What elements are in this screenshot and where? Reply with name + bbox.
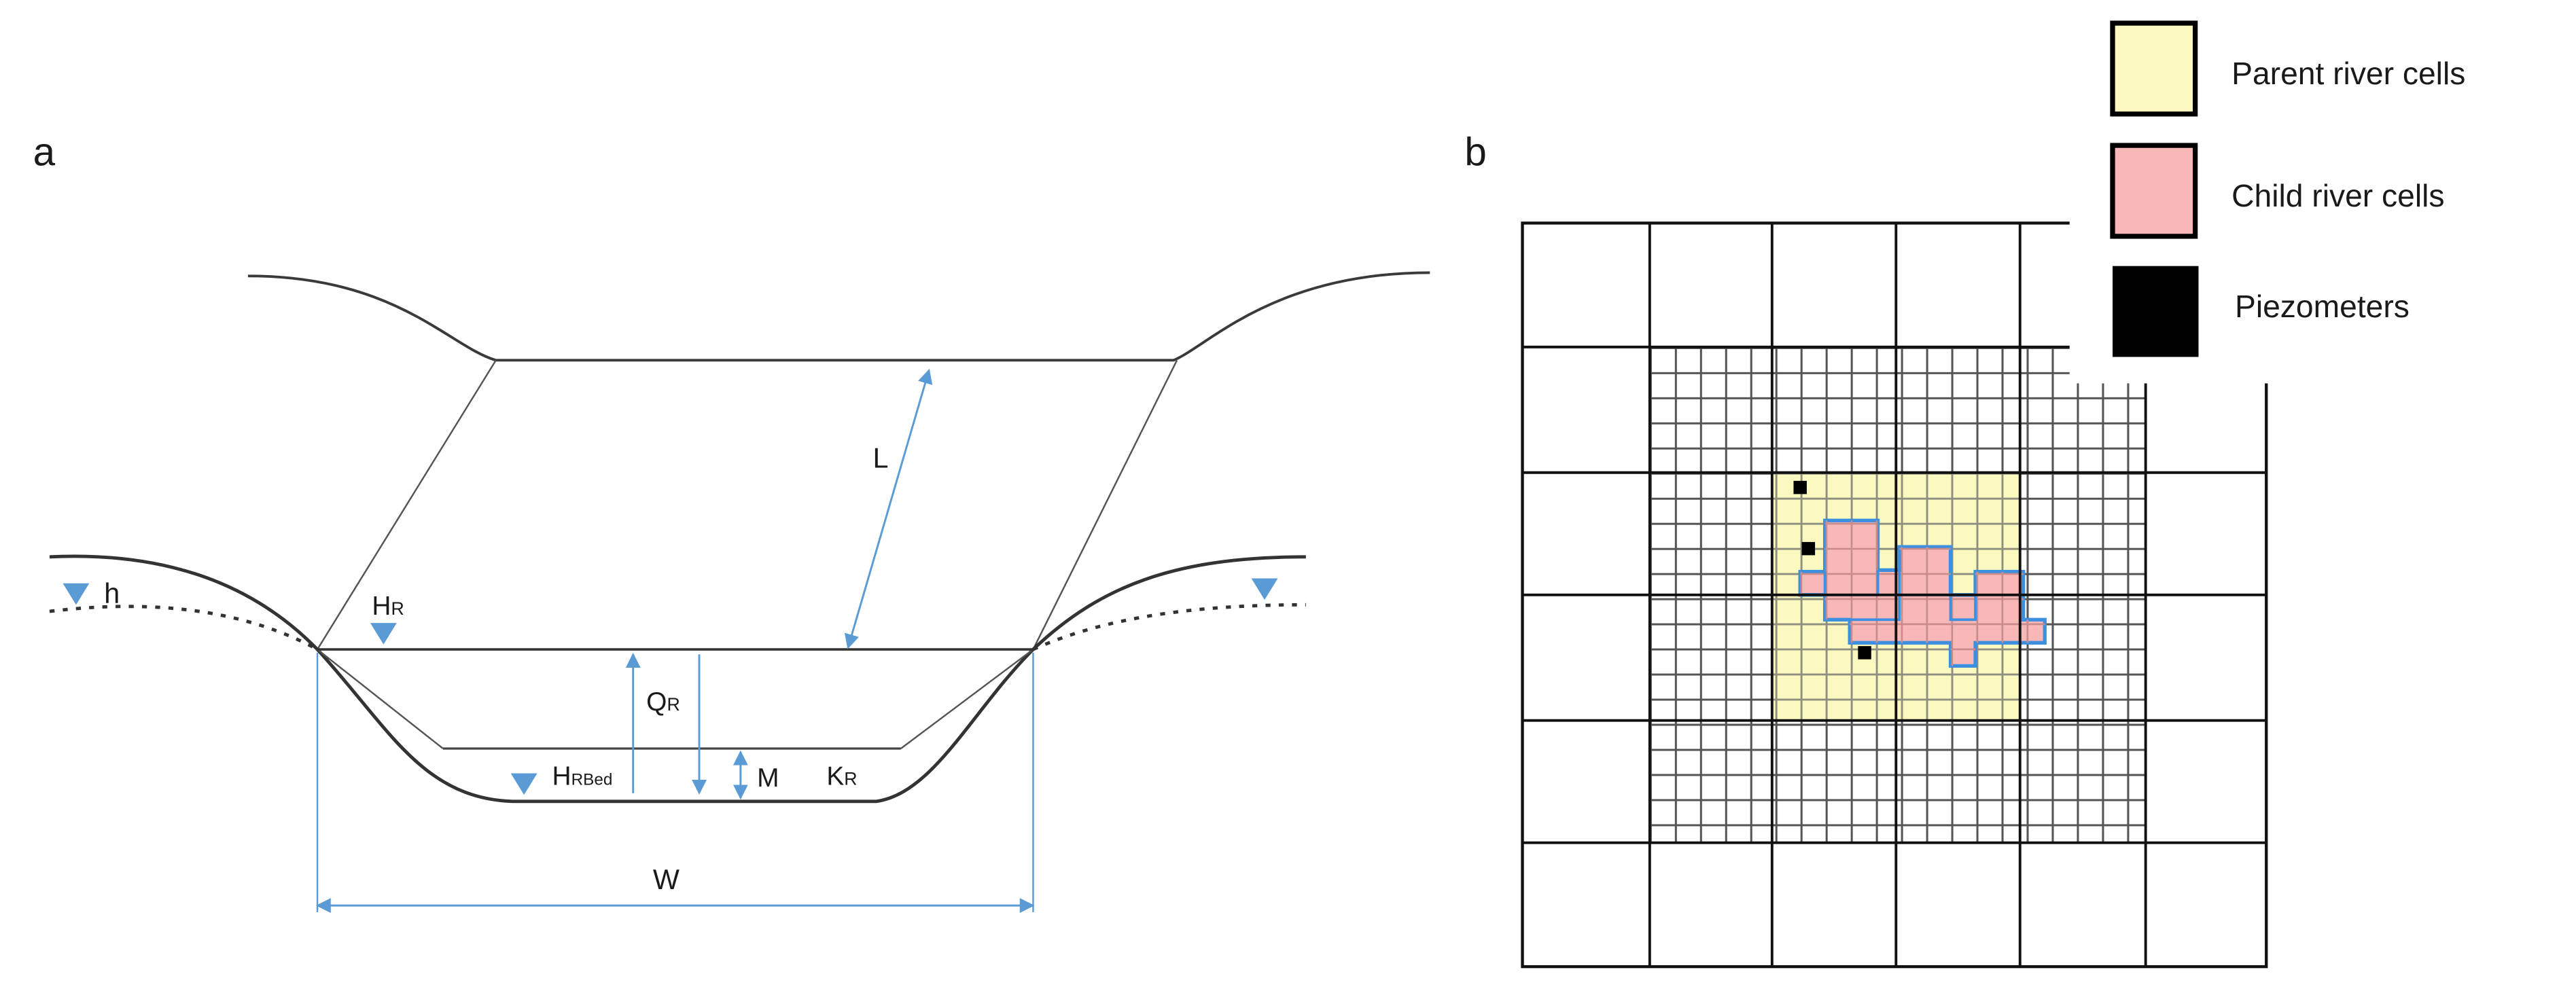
- water-table-right: [1032, 602, 1306, 651]
- piezometer: [1801, 541, 1816, 556]
- perspective-line-right: [1032, 359, 1178, 650]
- water-table-left: [49, 605, 319, 651]
- piezometer: [1793, 480, 1807, 494]
- riverbed-layer-right: [900, 649, 1034, 749]
- label-h: h: [104, 578, 120, 609]
- label-hrbed: HRBed: [552, 762, 613, 791]
- channel-cross-section: [49, 554, 1306, 804]
- panel-a-label: a: [33, 130, 56, 174]
- legend-label-child: Child river cells: [2231, 178, 2444, 213]
- riverbed-layer-left: [317, 649, 444, 749]
- child-river-cells-grid: [1800, 520, 2045, 666]
- panel-b-label: b: [1464, 130, 1486, 174]
- piezometer: [1858, 646, 1871, 660]
- label-w: W: [653, 864, 680, 895]
- label-m: M: [757, 763, 779, 793]
- panel-a: a L h HR QR HRBed M: [33, 130, 1430, 914]
- water-level-marker-hr: [370, 623, 397, 645]
- legend-item-piezometers: Piezometers: [2112, 266, 2410, 357]
- water-level-marker-right: [1251, 578, 1278, 600]
- legend-swatch-parent: [2110, 20, 2198, 117]
- label-l: L: [872, 442, 888, 473]
- label-kr: KR: [826, 762, 857, 791]
- legend-item-child-river-cells: Child river cells: [2110, 143, 2444, 239]
- length-arrow-l: [844, 368, 933, 649]
- far-channel-outline: [247, 271, 1430, 362]
- label-qr: QR: [646, 687, 680, 717]
- label-hr: HR: [372, 592, 404, 621]
- panel-b: b: [1464, 0, 2576, 969]
- water-level-marker-hrbed: [510, 773, 537, 795]
- legend-label-parent: Parent river cells: [2231, 56, 2465, 91]
- legend-swatch-piezometers: [2112, 266, 2199, 357]
- legend-label-piezometers: Piezometers: [2235, 289, 2410, 324]
- legend-item-parent-river-cells: Parent river cells: [2110, 20, 2465, 117]
- perspective-line-left: [317, 359, 497, 650]
- water-level-marker-h-left: [63, 583, 90, 605]
- legend-swatch-child: [2110, 143, 2198, 239]
